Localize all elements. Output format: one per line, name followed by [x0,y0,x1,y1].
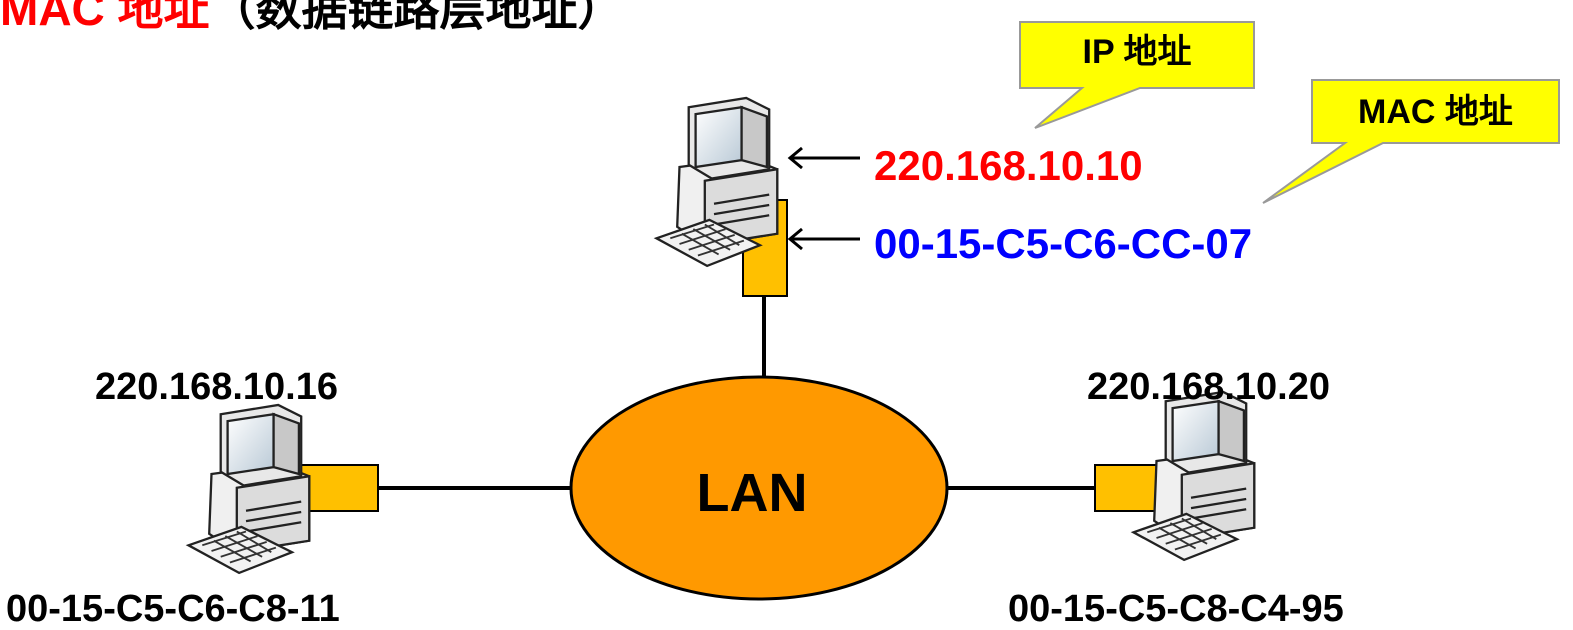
callout-ip-label: IP 地址 [1020,35,1254,69]
title-subtitle: （数据链路层地址） [210,0,624,35]
top-host-mac-address: 00-15-C5-C6-CC-07 [874,223,1252,265]
left-arrow-icon [790,148,860,168]
lan-label: LAN [672,466,832,520]
right-host-mac-address: 00-15-C5-C8-C4-95 [1008,590,1344,628]
right-host-ip-address: 220.168.10.20 [1087,368,1330,406]
callout-mac-label: MAC 地址 [1312,95,1559,129]
page-title: MAC 地址（数据链路层地址） [0,0,624,32]
left-arrow-icon [790,229,860,249]
left-host-ip-address: 220.168.10.16 [95,368,338,406]
title-mac-address: MAC 地址 [0,0,210,35]
desktop-computer-icon [189,405,310,573]
left-host-mac-address: 00-15-C5-C6-C8-11 [6,590,340,628]
top-host-ip-address: 220.168.10.10 [874,145,1143,187]
